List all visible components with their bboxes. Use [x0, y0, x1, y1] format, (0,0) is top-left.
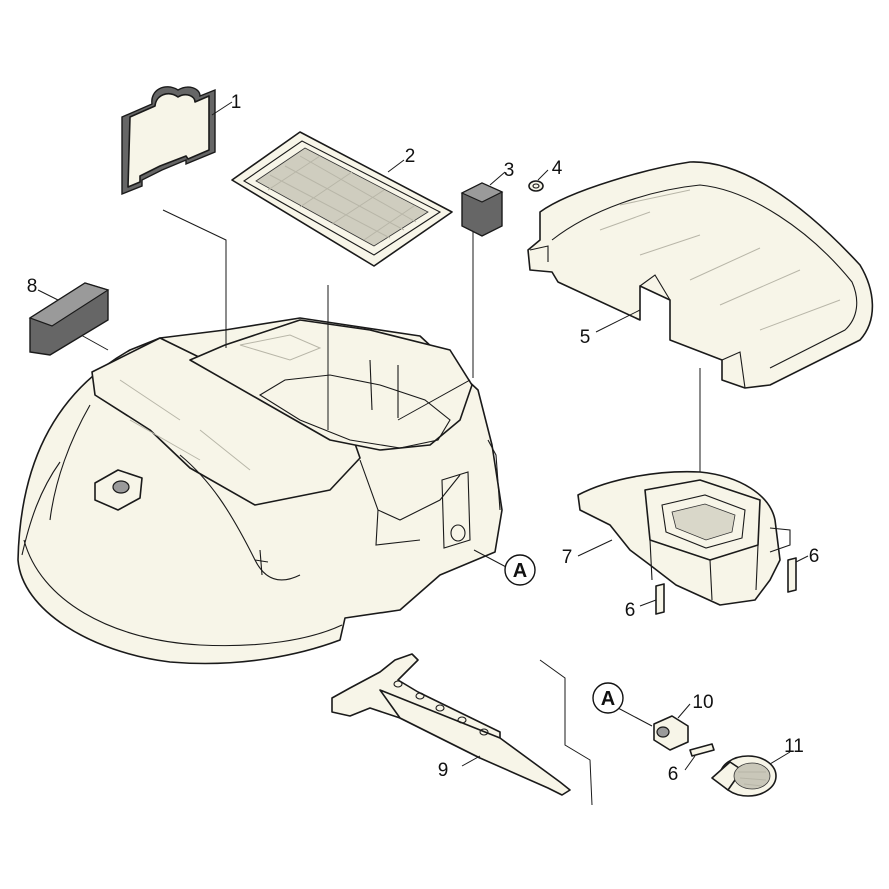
- callout-6-connector: 6: [668, 764, 679, 785]
- callout-10: 10: [692, 692, 713, 713]
- callout-6-bracket-left: 6: [625, 600, 636, 621]
- filter-panel-part-1: [121, 86, 216, 196]
- callout-1: 1: [231, 92, 242, 113]
- callout-labels: 1 2 3 4 5 6 6 6 7 8 9 10 11: [27, 92, 820, 785]
- washer-part-4: [528, 180, 544, 192]
- cover-part-5: [527, 161, 874, 389]
- grille-cap-part-11: [711, 755, 777, 797]
- reference-marker-a-housing: A: [504, 554, 536, 586]
- rail-arm-part-9: [331, 653, 571, 796]
- callout-11: 11: [784, 736, 804, 757]
- filter-tray-part-2: [231, 131, 453, 267]
- leader-lines: [37, 101, 809, 771]
- reference-label: A: [601, 688, 615, 710]
- callout-8: 8: [27, 276, 38, 297]
- callout-7: 7: [562, 547, 573, 568]
- connector-part-10: [653, 715, 689, 751]
- callout-5: 5: [580, 327, 591, 348]
- callout-6-bracket-right: 6: [809, 546, 820, 567]
- callout-9: 9: [438, 760, 449, 781]
- panel-block-part-8: [28, 282, 110, 356]
- callout-3: 3: [504, 160, 515, 181]
- screws-part-6: [655, 557, 797, 757]
- main-housing: [17, 317, 503, 665]
- callout-4: 4: [552, 158, 563, 179]
- reference-label: A: [513, 560, 527, 582]
- callout-2: 2: [405, 146, 416, 167]
- tray-bracket-part-7: [577, 470, 791, 606]
- reference-marker-a-connector: A: [592, 682, 624, 714]
- foam-block-part-3: [460, 182, 504, 237]
